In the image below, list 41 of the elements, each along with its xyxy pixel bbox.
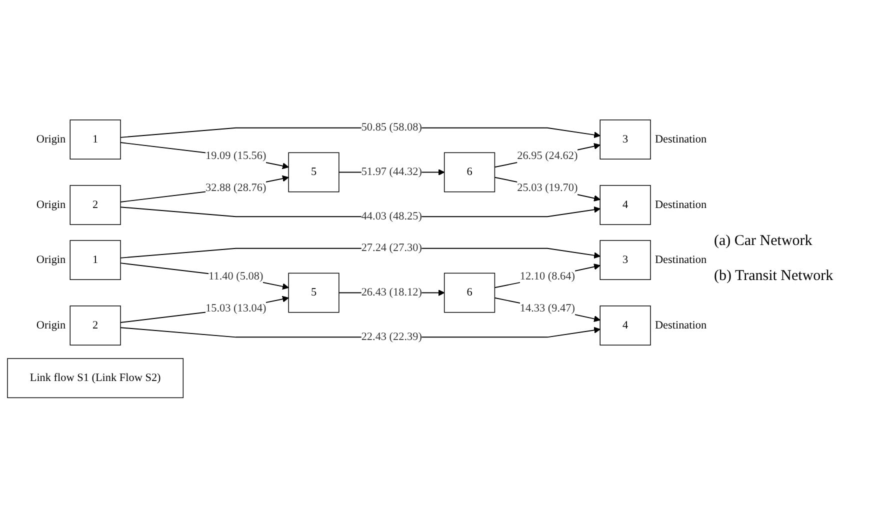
edge-label: 22.43 (22.39) <box>361 330 422 343</box>
arrow <box>120 175 289 202</box>
edge-label: 12.10 (8.64) <box>520 270 575 283</box>
edge-label: 26.43 (18.12) <box>361 286 422 298</box>
arrow <box>120 142 289 170</box>
caption-text: (a) Car Network <box>714 232 814 250</box>
node-box: 2 <box>70 184 121 225</box>
node-box: 2 <box>70 305 121 346</box>
node-box: 5 <box>288 152 340 192</box>
edge-label: 44.03 (48.25) <box>361 210 422 222</box>
node-box: 4 <box>600 305 651 346</box>
arrow <box>120 296 289 323</box>
origin-label: Origin <box>36 319 66 332</box>
edge-label: 19.09 (15.56) <box>206 150 266 162</box>
caption-text: (b) Transit Network <box>714 268 834 284</box>
edge-label: 26.95 (24.62) <box>517 150 578 162</box>
edge-label: 51.97 (44.32) <box>361 166 422 178</box>
node-box: 6 <box>444 152 496 192</box>
destination-label: Destination <box>654 133 707 146</box>
node-box: 1 <box>70 240 121 280</box>
edge-label: 32.88 (28.76) <box>206 182 266 194</box>
origin-label: Origin <box>36 198 66 211</box>
destination-label: Destination <box>654 254 707 266</box>
arrow <box>120 262 289 290</box>
edge-label: 11.40 (5.08) <box>208 270 264 283</box>
node-box: 4 <box>600 184 651 225</box>
edge-label: 14.33 (9.47) <box>520 302 575 314</box>
node-box: 5 <box>288 272 340 313</box>
node-box: Link flow S1 (Link Flow S2) <box>7 358 184 398</box>
origin-label: Origin <box>36 254 66 266</box>
edge-label: 50.85 (58.08) <box>361 122 422 134</box>
edge-label: 15.03 (13.04) <box>206 302 266 314</box>
edge-label: 25.03 (19.70) <box>517 182 578 194</box>
origin-label: Origin <box>36 133 66 146</box>
node-box: 1 <box>70 119 121 160</box>
edge-label: 27.24 (27.30) <box>361 242 422 254</box>
node-box: 3 <box>600 119 651 160</box>
destination-label: Destination <box>654 198 707 211</box>
node-box: 3 <box>600 240 651 280</box>
destination-label: Destination <box>654 319 707 332</box>
node-box: 6 <box>444 272 496 313</box>
